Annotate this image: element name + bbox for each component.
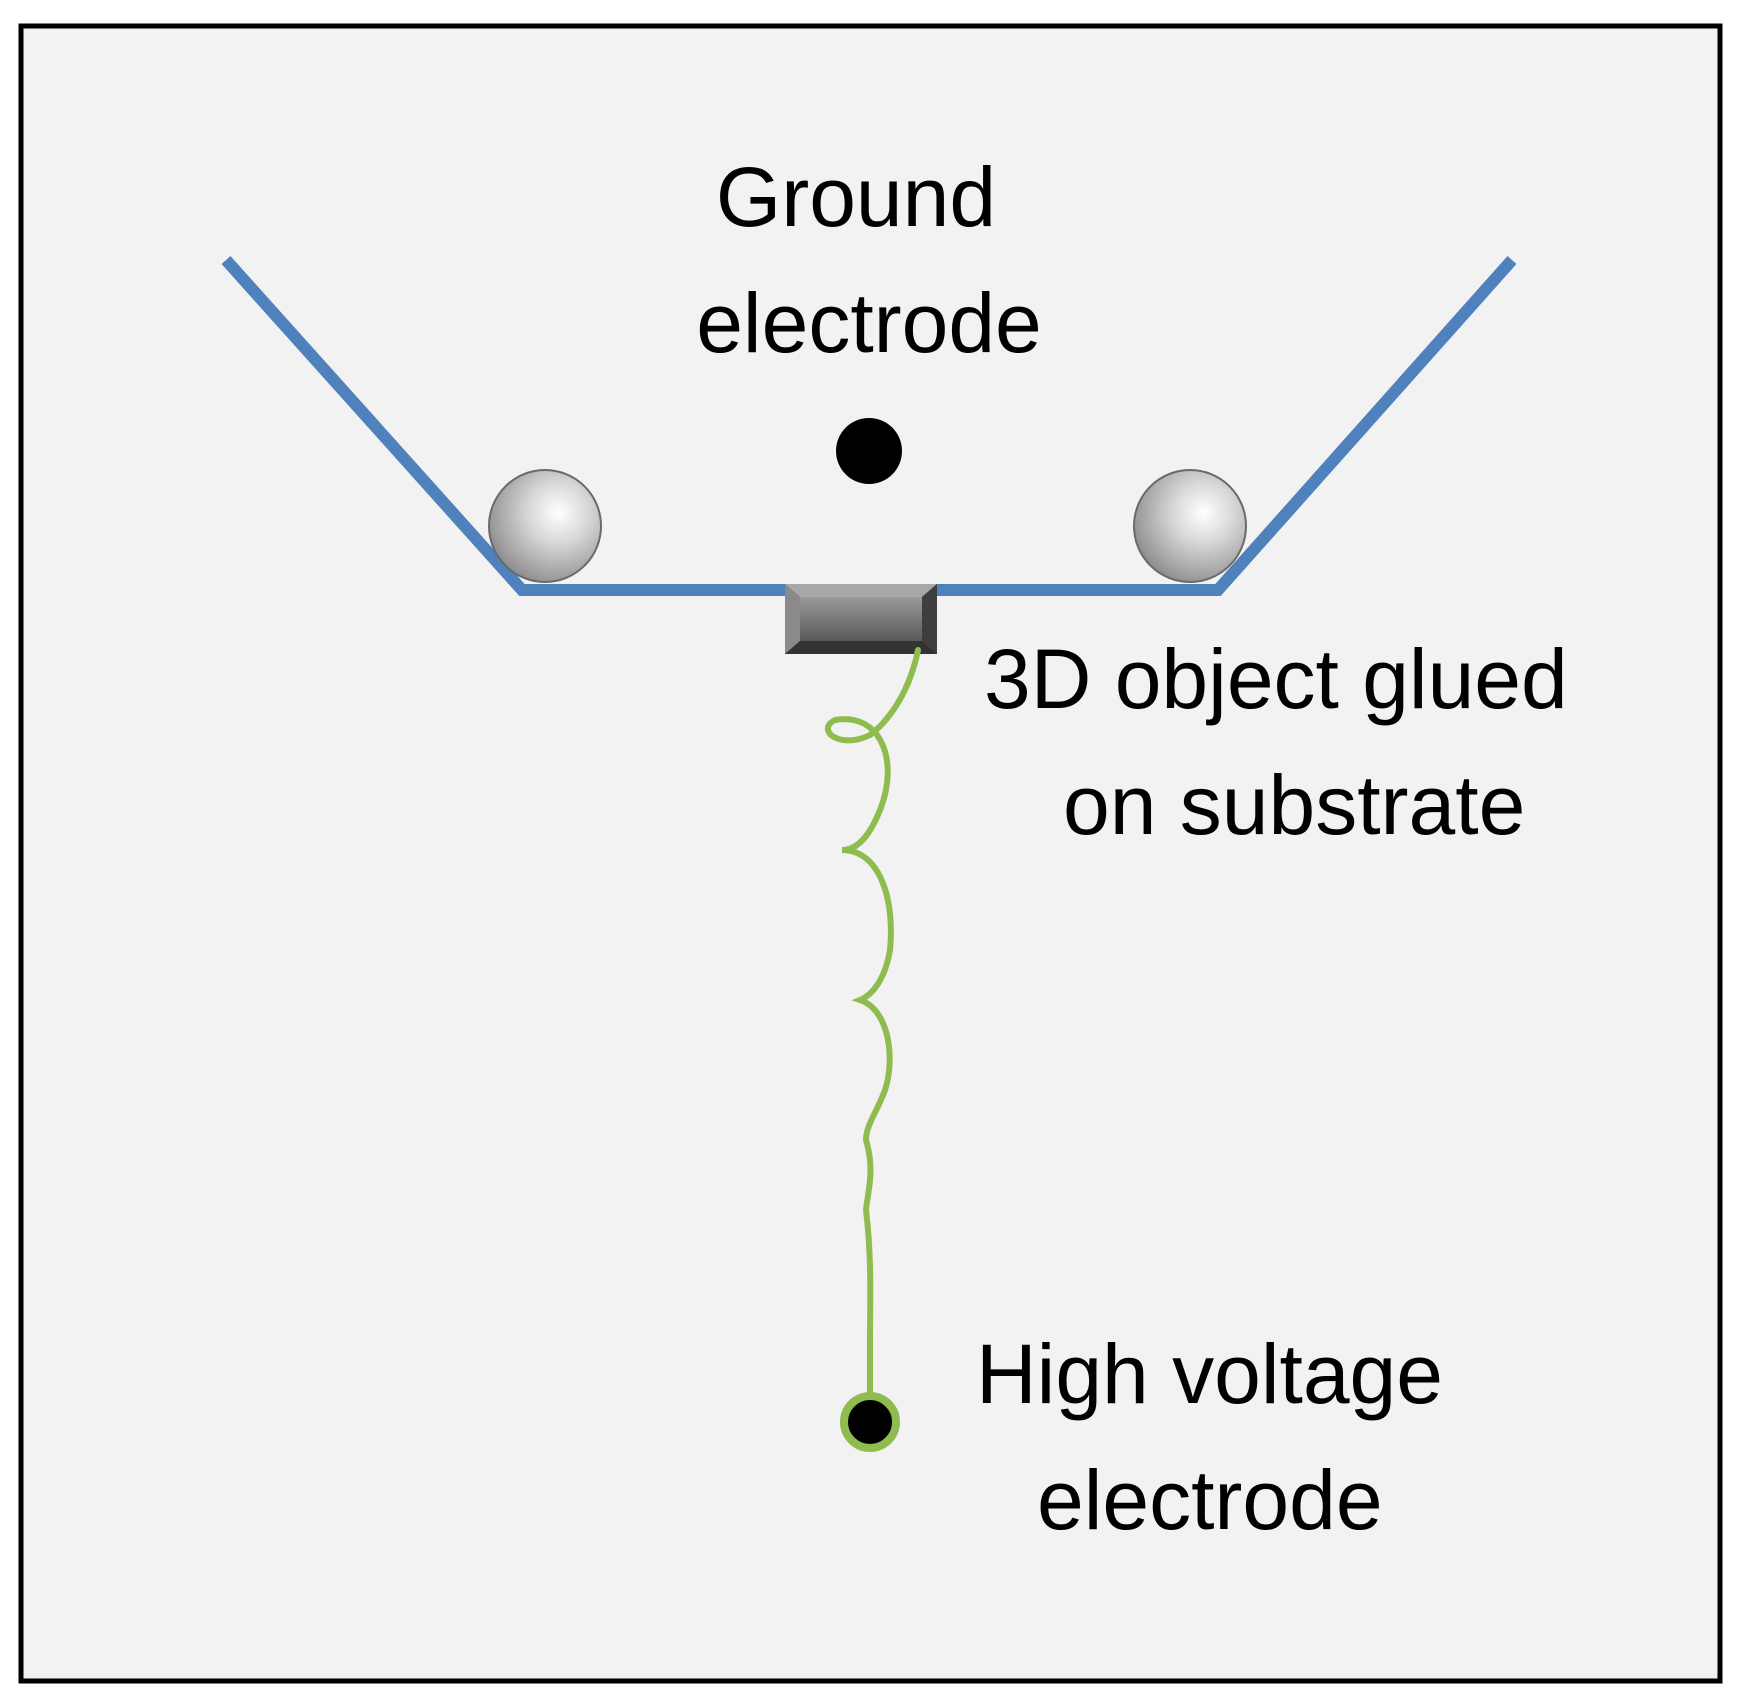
left-support-sphere <box>488 469 602 583</box>
high-voltage-label-line2: electrode <box>1037 1453 1383 1547</box>
wire <box>825 647 921 1413</box>
right-support-sphere <box>1133 469 1247 583</box>
ground-electrode-label-line1: Ground <box>716 150 996 244</box>
object-label-line1: 3D object glued <box>984 632 1568 726</box>
high-voltage-electrode-dot <box>840 1392 900 1452</box>
3d-object <box>785 584 937 654</box>
ground-electrode-label-line2: electrode <box>696 276 1042 370</box>
object-label-line2: on substrate <box>1063 758 1525 852</box>
high-voltage-label-line1: High voltage <box>976 1327 1443 1421</box>
ground-electrode-dot <box>836 418 902 484</box>
